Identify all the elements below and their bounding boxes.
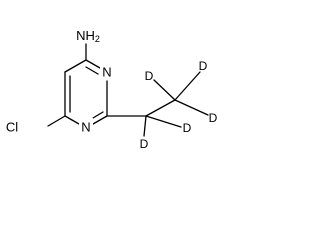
- atom-label-d-ch3-top-left: D: [145, 69, 154, 83]
- bond-c4-c5: [64, 59, 87, 73]
- bond-n3-c4-double: [85, 66, 99, 75]
- bond-cd2-d-left: [143, 115, 147, 137]
- atom-label-d-ch2-left: D: [140, 137, 149, 151]
- knockout-n3: [100, 64, 114, 80]
- bond-cd3-d-right: [174, 99, 209, 116]
- bond-cd2-cd3: [145, 99, 176, 117]
- amine-subscript: 2: [95, 34, 100, 44]
- bond-c6-n1: [64, 115, 80, 125]
- atom-label-ring-n-bottom: N: [81, 120, 90, 135]
- atom-label-ring-n-top: N: [102, 65, 111, 80]
- bond-n1-c2: [92, 115, 108, 125]
- bond-n1-c2-double: [92, 111, 104, 119]
- bond-cd2-d-right: [145, 115, 182, 128]
- atom-label-d-ch3-right: D: [209, 111, 218, 125]
- bond-n3-c4: [85, 59, 101, 69]
- bond-layer: [47, 43, 209, 137]
- atom-label-d-ch3-top-right: D: [199, 59, 208, 73]
- knockout-n1: [79, 118, 93, 134]
- atom-layer: NH2 N N Cl D D D D D: [2, 28, 218, 151]
- bond-cd3-d-top-left: [153, 79, 176, 101]
- knockout-cl: [2, 119, 22, 135]
- atom-label-chlorine: Cl: [6, 120, 18, 135]
- amine-n: NH: [76, 28, 95, 43]
- atom-label-amine: NH2: [76, 28, 100, 45]
- atom-label-d-ch2-right: D: [183, 121, 192, 135]
- molecule-structure: NH2 N N Cl D D D D D: [2, 27, 218, 151]
- bond-c6-cl: [47, 115, 66, 127]
- bond-cd3-d-top-right: [174, 71, 201, 101]
